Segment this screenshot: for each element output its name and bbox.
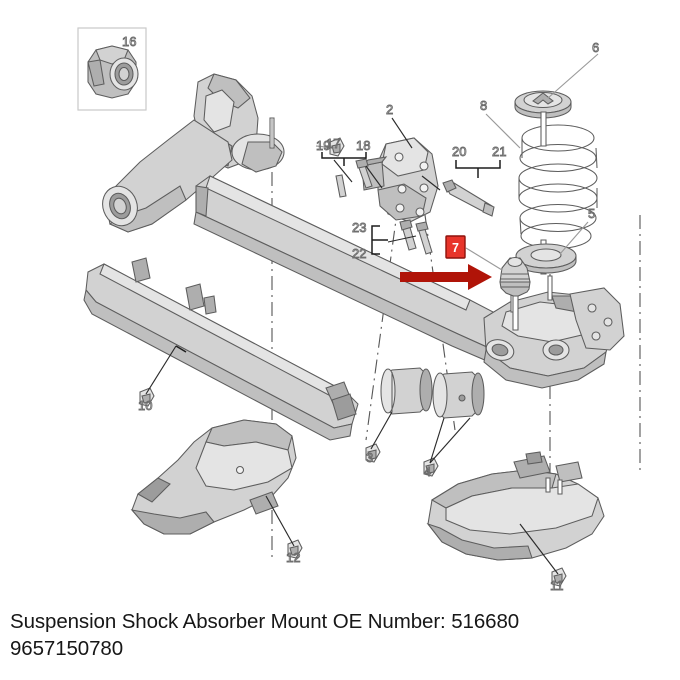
right-heat-shield xyxy=(426,451,605,561)
right-trailing-arm xyxy=(483,275,625,389)
fastener-clip-10 xyxy=(139,387,155,407)
callout-23-label: 23 xyxy=(352,220,366,235)
fastener-clip-4 xyxy=(423,457,439,477)
fastener-clip-17 xyxy=(329,137,345,157)
callout-17-label: 17 xyxy=(326,136,340,151)
callout-numbers: 2 3 4 5 6 8 10 11 12 17 18 19 20 21 22 2… xyxy=(138,40,600,594)
bracket-bolts-left xyxy=(335,158,373,198)
trailing-arm-bushes xyxy=(380,367,485,419)
caption-line-2: 9657150780 xyxy=(10,637,124,660)
bump-stop xyxy=(499,256,531,331)
fastener-clips xyxy=(139,137,567,587)
callout-19-label: 19 xyxy=(316,138,330,153)
left-trailing-arm xyxy=(102,73,285,233)
shock-through-bolt xyxy=(442,179,495,217)
callout-20-label: 20 xyxy=(452,144,466,159)
callout-4-label: 4 xyxy=(424,464,431,479)
caption: Suspension Shock Absorber Mount OE Numbe… xyxy=(10,608,675,662)
callout-8-label: 8 xyxy=(480,98,487,113)
callout-6-label: 6 xyxy=(592,40,599,55)
bracket-screws xyxy=(399,219,433,255)
callout-21-label: 21 xyxy=(492,144,506,159)
left-heat-shield xyxy=(130,419,297,535)
callout-16-label: 16 xyxy=(122,34,136,49)
callout-5-label: 5 xyxy=(588,206,595,221)
callout-12-label: 12 xyxy=(286,550,300,565)
leader-lines xyxy=(145,53,599,575)
callout-2-label: 2 xyxy=(386,102,393,117)
callout-3-label: 3 xyxy=(366,450,373,465)
callout-18-label: 18 xyxy=(356,138,370,153)
fastener-clip-3 xyxy=(365,443,381,463)
exploded-view-diagram: 16 xyxy=(77,27,641,594)
highlight-annotation: 7 xyxy=(400,235,492,290)
fastener-clip-11 xyxy=(551,567,567,587)
fastener-clip-12 xyxy=(287,539,303,559)
highlight-arrow-icon xyxy=(400,264,492,290)
coil-spring xyxy=(514,90,598,275)
lower-beam xyxy=(83,257,359,441)
caption-line-1: Suspension Shock Absorber Mount OE Numbe… xyxy=(10,610,520,633)
callout-22-label: 22 xyxy=(352,246,366,261)
highlight-badge-box xyxy=(445,235,466,259)
callout-10-label: 10 xyxy=(138,398,152,413)
highlight-badge-label: 7 xyxy=(452,241,459,255)
inset-flange-nut: 16 xyxy=(77,27,147,111)
callout-brackets xyxy=(175,152,501,353)
callout-11-label: 11 xyxy=(550,578,564,593)
